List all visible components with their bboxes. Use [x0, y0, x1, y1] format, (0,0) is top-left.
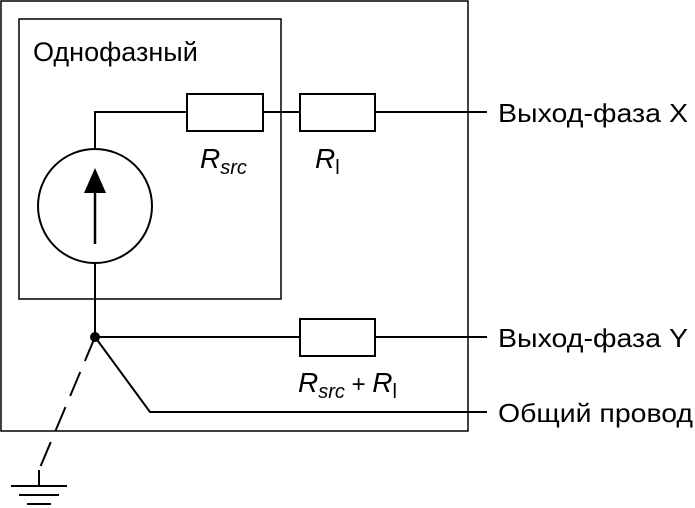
label-r-combined-main1: R — [298, 367, 318, 398]
single-phase-box — [18, 18, 282, 300]
label-r-line-sub: l — [335, 157, 339, 179]
label-r-combined-sub1: src — [318, 381, 345, 403]
terminal-label-y: Выход-фаза Y — [498, 323, 688, 353]
label-r-combined-sub2: l — [393, 381, 397, 403]
label-r-line: Rl — [315, 143, 340, 179]
wire-top-left — [94, 111, 187, 150]
label-r-combined-main2: R — [372, 367, 392, 398]
terminal-label-x: Выход-фаза X — [498, 98, 688, 128]
resistor-line — [299, 93, 376, 132]
label-r-combined-plus: + — [345, 371, 372, 398]
label-r-src: Rsrc — [200, 143, 247, 179]
label-r-src-main: R — [200, 143, 220, 174]
dashed-ground-link — [38, 336, 96, 471]
terminal-label-common: Общий провод — [498, 398, 693, 428]
ground-icon — [11, 485, 67, 505]
label-r-src-sub: src — [220, 157, 247, 179]
resistor-src — [186, 93, 264, 132]
wire-common — [94, 336, 487, 413]
source-arrow-head — [84, 168, 106, 193]
resistor-combined — [299, 318, 376, 357]
label-r-combined: Rsrc + Rl — [298, 367, 397, 403]
single-phase-label: Однофазный — [33, 37, 198, 67]
label-r-line-main: R — [315, 143, 335, 174]
outer-enclosure — [0, 0, 469, 432]
